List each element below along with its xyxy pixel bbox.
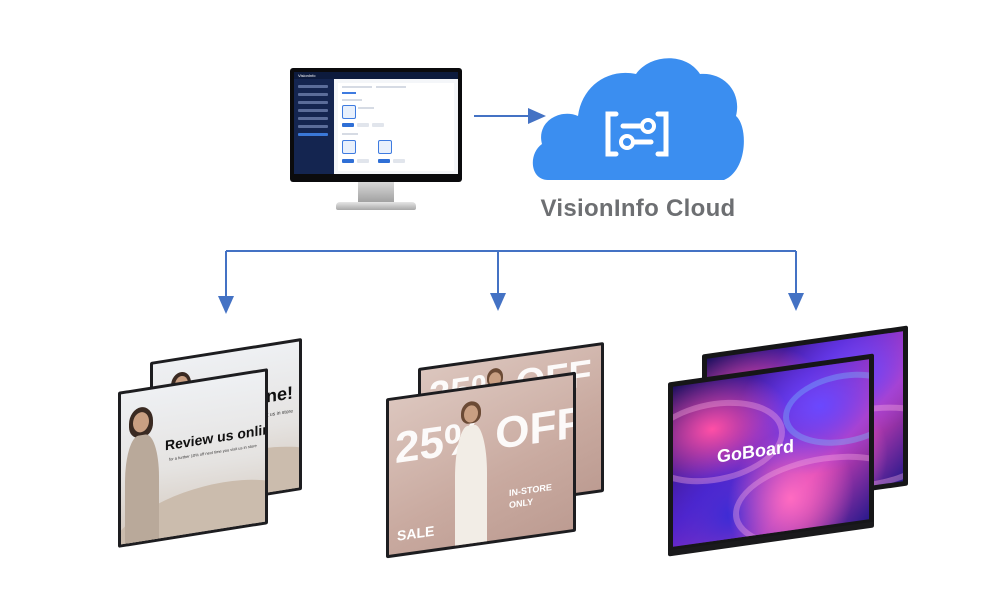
sale-tag-only: ONLY <box>509 496 534 511</box>
dashboard-button <box>372 123 384 127</box>
dashboard-topbar: VisionInfo <box>294 72 458 79</box>
sale-tag-sale: SALE <box>397 522 435 544</box>
sidebar-item <box>298 125 328 128</box>
dashboard-sidebar <box>294 79 334 174</box>
dashboard-line <box>376 86 406 88</box>
cloud-icon <box>532 58 744 180</box>
monitor-base <box>336 202 416 210</box>
dashboard-line <box>342 92 356 94</box>
sidebar-item <box>298 109 328 112</box>
cloud-label: VisionInfo Cloud <box>540 195 736 222</box>
review-display-front: Review us online! for a further 10% off … <box>118 368 268 548</box>
dashboard-main <box>338 83 454 171</box>
sidebar-item <box>298 117 328 120</box>
dashboard-line <box>342 86 372 88</box>
toggle-settings-icon <box>605 111 669 157</box>
dashboard-brand: VisionInfo <box>298 73 316 78</box>
sidebar-item <box>298 101 328 104</box>
sale-display-front: 25% OFF SALE IN-STORE ONLY <box>386 371 576 559</box>
monitor-stand <box>358 182 394 204</box>
dashboard-card <box>342 140 356 154</box>
sidebar-item <box>298 85 328 88</box>
dashboard-card <box>378 140 392 154</box>
dashboard-line <box>342 133 358 135</box>
admin-monitor: VisionInfo <box>290 68 462 216</box>
dashboard-line <box>342 99 362 101</box>
dashboard-line <box>358 107 374 109</box>
sidebar-item-active <box>298 133 328 136</box>
dashboard-button <box>393 159 405 163</box>
model-figure <box>123 404 163 545</box>
dashboard-button <box>357 123 369 127</box>
dashboard-button <box>378 159 390 163</box>
goboard-display-front: GoBoard <box>668 353 874 557</box>
dashboard-button <box>342 159 354 163</box>
monitor-screen: VisionInfo <box>290 68 462 182</box>
dashboard-ui: VisionInfo <box>294 72 458 174</box>
sale-tag-instore: IN-STORE <box>509 482 552 499</box>
dashboard-card <box>342 105 356 119</box>
sidebar-item <box>298 93 328 96</box>
model-figure <box>445 398 497 555</box>
dashboard-button <box>342 123 354 127</box>
dashboard-button <box>357 159 369 163</box>
